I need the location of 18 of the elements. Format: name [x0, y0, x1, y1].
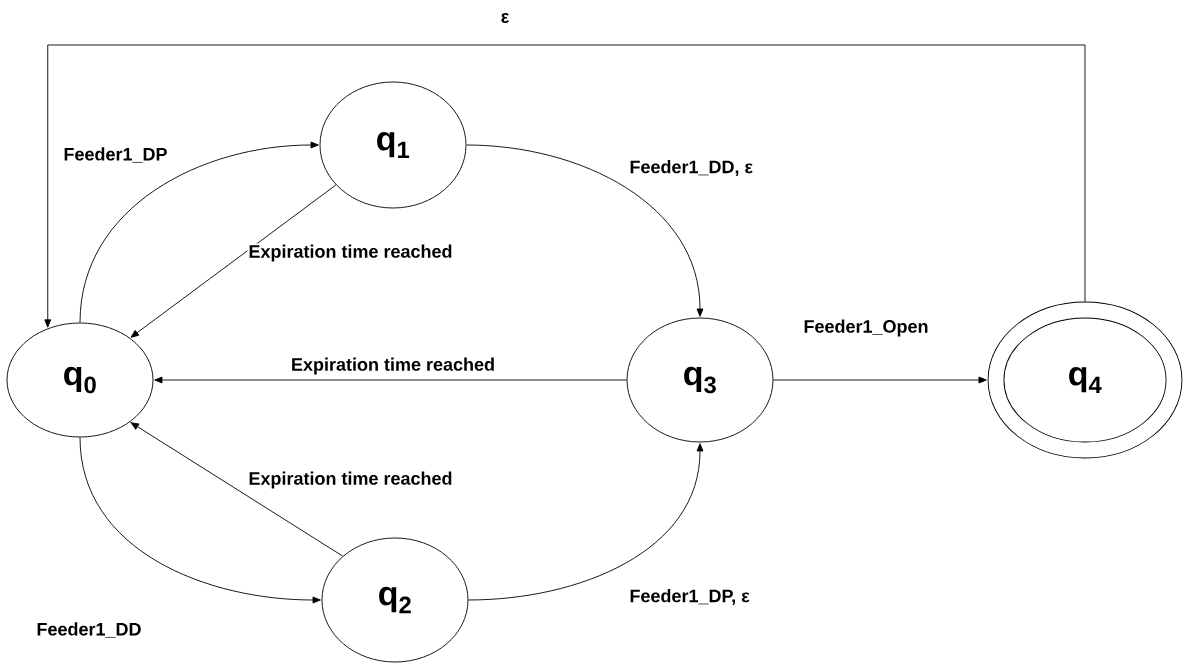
arrow — [154, 376, 627, 384]
edge-label: Expiration time reached — [247, 243, 454, 263]
edge-label: Feeder1_DD — [35, 621, 143, 639]
edge-label: Expiration time reached — [247, 470, 454, 490]
arrow — [79, 141, 319, 323]
edge-label: Feeder1_DD, ε — [628, 159, 755, 177]
arrow — [773, 376, 987, 384]
edge-label: ε — [499, 12, 511, 24]
edge-label: Feeder1_DP — [62, 146, 169, 164]
arrow — [468, 443, 704, 601]
arrow — [466, 144, 704, 317]
edge-label: Expiration time reached — [289, 356, 497, 376]
arrow — [44, 44, 1086, 328]
arrow — [130, 184, 337, 338]
edge-label: Feeder1_DP, ε — [628, 588, 751, 606]
arrow — [130, 422, 344, 557]
arrow — [79, 437, 321, 604]
edge-label: Feeder1_Open — [802, 318, 930, 338]
